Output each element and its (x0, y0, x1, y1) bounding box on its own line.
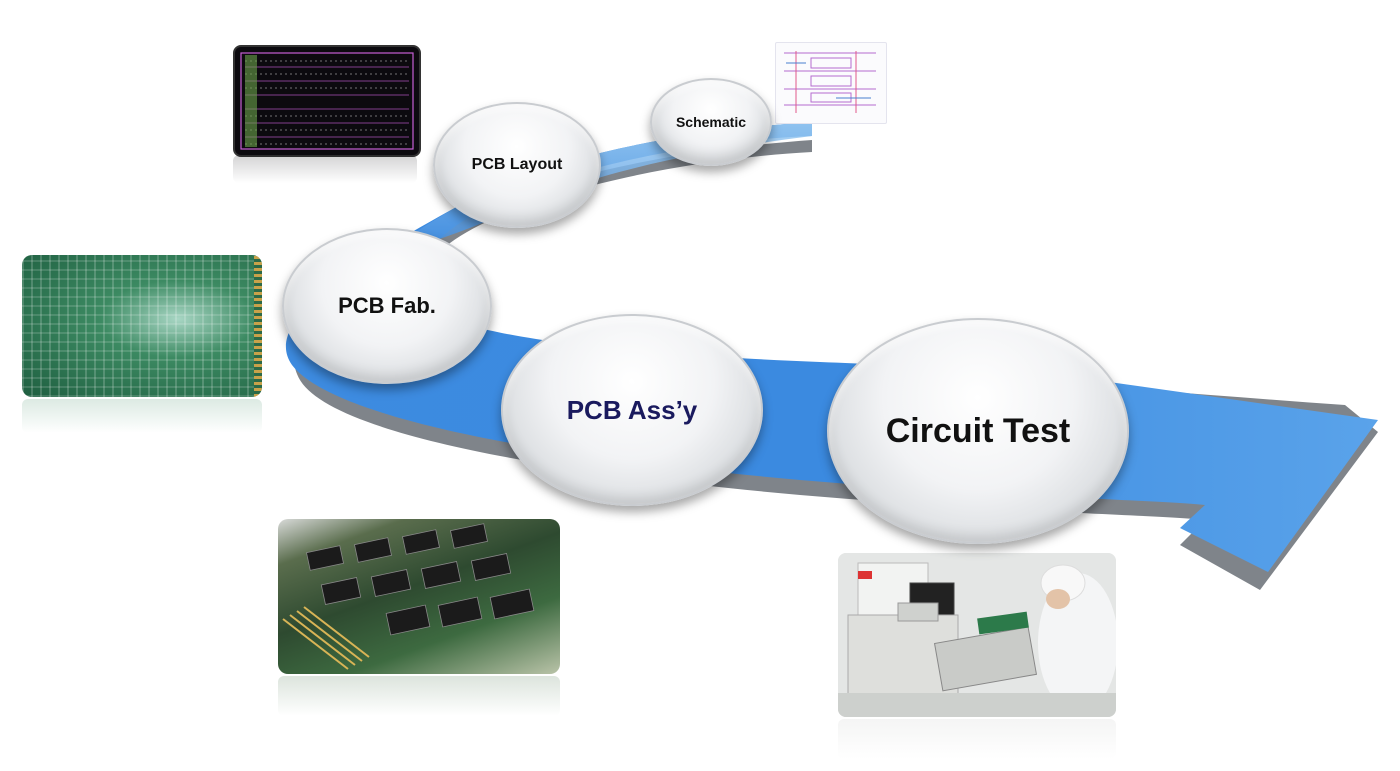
assembled-pcb-reflection (278, 676, 560, 716)
bare-pcb-reflection (22, 399, 262, 433)
schematic-thumbnail (775, 42, 887, 124)
stage-bubble-pcb-assy[interactable]: PCB Ass’y (501, 314, 763, 506)
assembled-pcb-photo (278, 519, 560, 674)
bare-pcb-photo (22, 255, 262, 397)
stage-label-pcb-fab: PCB Fab. (338, 293, 436, 318)
stage-bubble-circuit-test[interactable]: Circuit Test (827, 318, 1129, 544)
stage-label-pcb-assy: PCB Ass’y (566, 394, 698, 425)
stage-label-circuit-test: Circuit Test (885, 411, 1071, 450)
pcb-layout-reflection (233, 155, 417, 183)
stage-label-schematic: Schematic (675, 114, 747, 130)
stage-bubble-pcb-layout[interactable]: PCB Layout (433, 102, 601, 228)
pcb-gold-fingers (254, 255, 262, 397)
circuit-test-lab-photo (838, 553, 1116, 717)
stage-bubble-pcb-fab[interactable]: PCB Fab. (282, 228, 492, 384)
stage-label-pcb-layout: PCB Layout (471, 156, 563, 173)
stage-bubble-schematic[interactable]: Schematic (650, 78, 772, 166)
pcb-layout-thumbnail (233, 45, 421, 157)
circuit-test-reflection (838, 719, 1116, 759)
